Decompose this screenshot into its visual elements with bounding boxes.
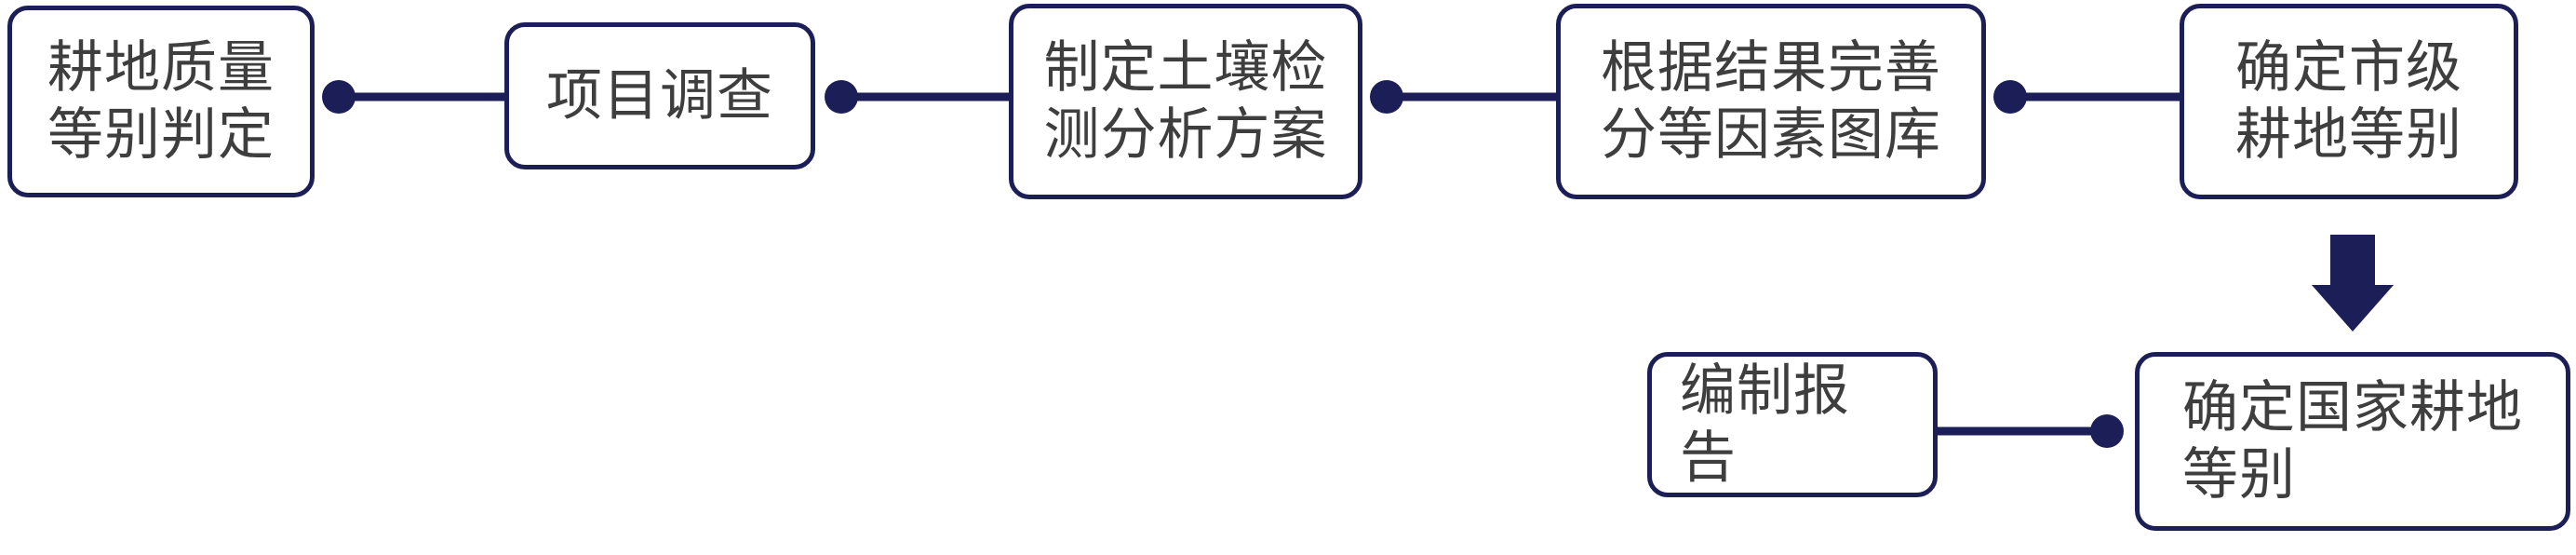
- connector-dot: [2090, 414, 2124, 448]
- step-box-2: 项目调查: [504, 22, 815, 169]
- connector-dot: [825, 80, 858, 114]
- down-arrow-icon: [2312, 235, 2394, 332]
- connector-dot: [1993, 80, 2027, 114]
- connector-dot: [1370, 80, 1403, 114]
- step-label: 根据结果完善 分等因素图库: [1601, 35, 1941, 168]
- step-label: 确定国家耕地 等别: [2182, 375, 2523, 508]
- step-box-4: 根据结果完善 分等因素图库: [1556, 4, 1986, 199]
- step-label: 制定土壤检 测分析方案: [1043, 35, 1328, 168]
- step-label: 确定市级 耕地等别: [2235, 35, 2462, 168]
- step-box-5: 确定市级 耕地等别: [2180, 4, 2518, 199]
- step-label: 耕地质量 等别判定: [47, 35, 275, 168]
- step-box-7: 编制报告: [1647, 352, 1938, 497]
- step-box-1: 耕地质量 等别判定: [7, 6, 315, 197]
- step-label: 项目调查: [546, 63, 773, 129]
- step-box-6: 确定国家耕地 等别: [2135, 352, 2570, 531]
- step-label: 编制报告: [1680, 359, 1850, 491]
- step-box-3: 制定土壤检 测分析方案: [1009, 4, 1362, 199]
- connector-dot: [322, 80, 356, 114]
